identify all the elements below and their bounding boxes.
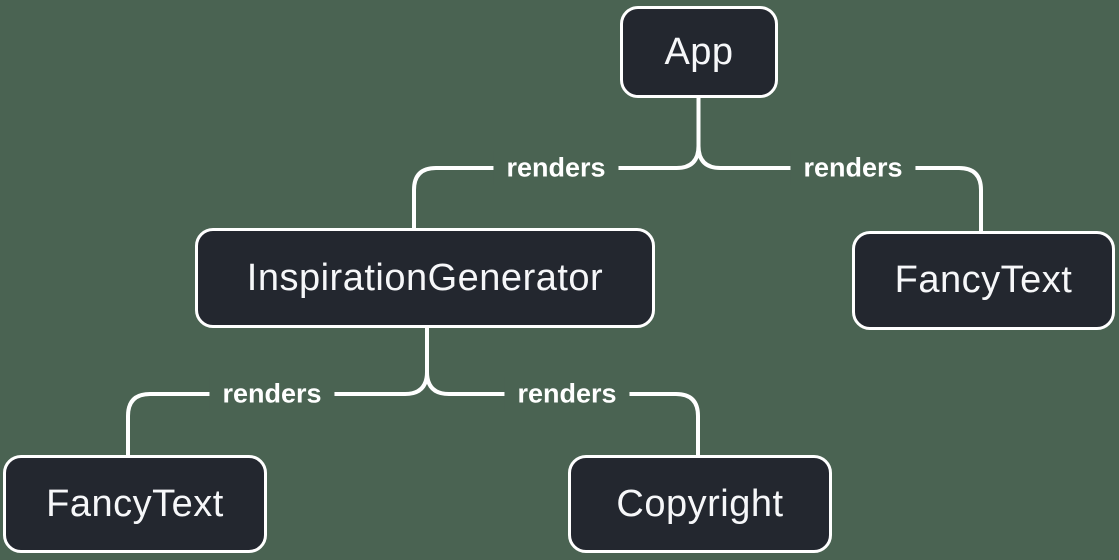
node-fancy-text-bottom: FancyText [3, 455, 267, 553]
node-inspiration-generator: InspirationGenerator [195, 228, 655, 328]
edge-label-renders-inspiration-fancytext: renders [209, 376, 335, 412]
node-fancy-text-bottom-label: FancyText [46, 482, 224, 525]
node-app-label: App [664, 30, 734, 73]
node-app: App [620, 6, 778, 98]
edge-label-renders-app-inspiration: renders [493, 150, 619, 186]
edge-label-renders-app-fancytext: renders [790, 150, 916, 186]
node-fancy-text-top: FancyText [852, 231, 1115, 330]
node-inspiration-generator-label: InspirationGenerator [246, 256, 604, 299]
edge-label-renders-inspiration-copyright: renders [504, 376, 630, 412]
node-copyright: Copyright [568, 455, 832, 553]
node-fancy-text-top-label: FancyText [894, 259, 1073, 301]
node-copyright-label: Copyright [616, 482, 784, 525]
